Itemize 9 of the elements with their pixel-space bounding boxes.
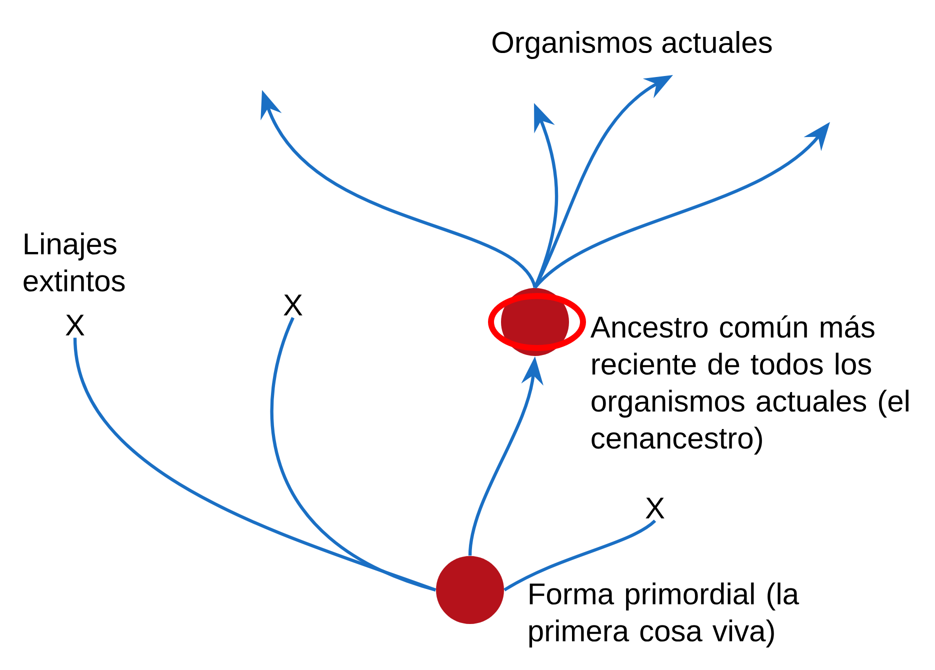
ancestor-dot — [436, 556, 504, 624]
extinction-mark: X — [66, 314, 84, 336]
extinction-mark: X — [646, 498, 664, 518]
node-caption: Forma primordial (la primera cosa viva) — [529, 582, 800, 648]
node-caption: Ancestro común más reciente de todos los organismos actuales (el cenancestro) — [590, 315, 908, 455]
group-label: Linajes extintos — [24, 232, 125, 292]
group-label: Organismos actuales — [492, 31, 772, 59]
ancestor-dot — [501, 288, 569, 356]
extinction-mark: X — [284, 294, 302, 316]
